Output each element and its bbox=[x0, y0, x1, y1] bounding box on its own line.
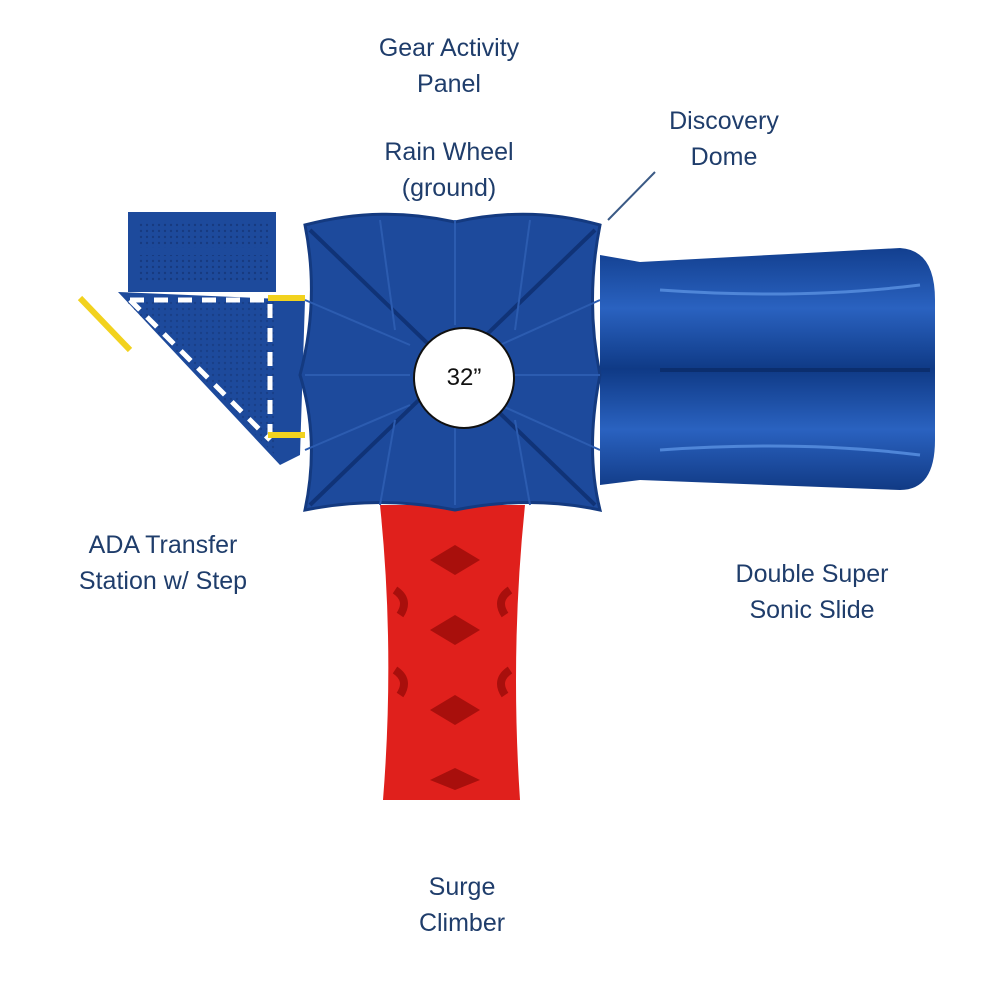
ada-transfer-station bbox=[77, 212, 305, 465]
label-line: Panel bbox=[417, 70, 481, 98]
double-super-sonic-slide bbox=[600, 248, 935, 490]
label-line: ADA Transfer bbox=[88, 531, 238, 559]
label-discovery-dome: Discovery Dome bbox=[669, 103, 779, 175]
label-line: (ground) bbox=[401, 174, 497, 202]
label-line: Surge bbox=[428, 873, 496, 901]
discovery-dome-pointer bbox=[607, 171, 656, 221]
label-gear-activity-panel: Gear Activity Panel bbox=[379, 30, 519, 102]
label-rain-wheel: Rain Wheel (ground) bbox=[384, 134, 513, 206]
label-ada-transfer-station: ADA Transfer Station w/ Step bbox=[79, 527, 247, 599]
deck-height-badge: 32” bbox=[413, 327, 515, 429]
label-surge-climber: Surge Climber bbox=[419, 869, 505, 941]
label-line: Discovery bbox=[669, 107, 779, 135]
label-line: Climber bbox=[418, 909, 506, 937]
label-line: Sonic Slide bbox=[749, 596, 875, 624]
label-line: Station w/ Step bbox=[78, 567, 248, 595]
label-double-super-sonic-slide: Double Super Sonic Slide bbox=[736, 556, 889, 628]
label-line: Dome bbox=[690, 143, 758, 171]
label-line: Double Super bbox=[735, 560, 889, 588]
surge-climber bbox=[380, 505, 525, 800]
label-line: Gear Activity bbox=[378, 34, 520, 62]
label-line: Rain Wheel bbox=[384, 138, 514, 166]
